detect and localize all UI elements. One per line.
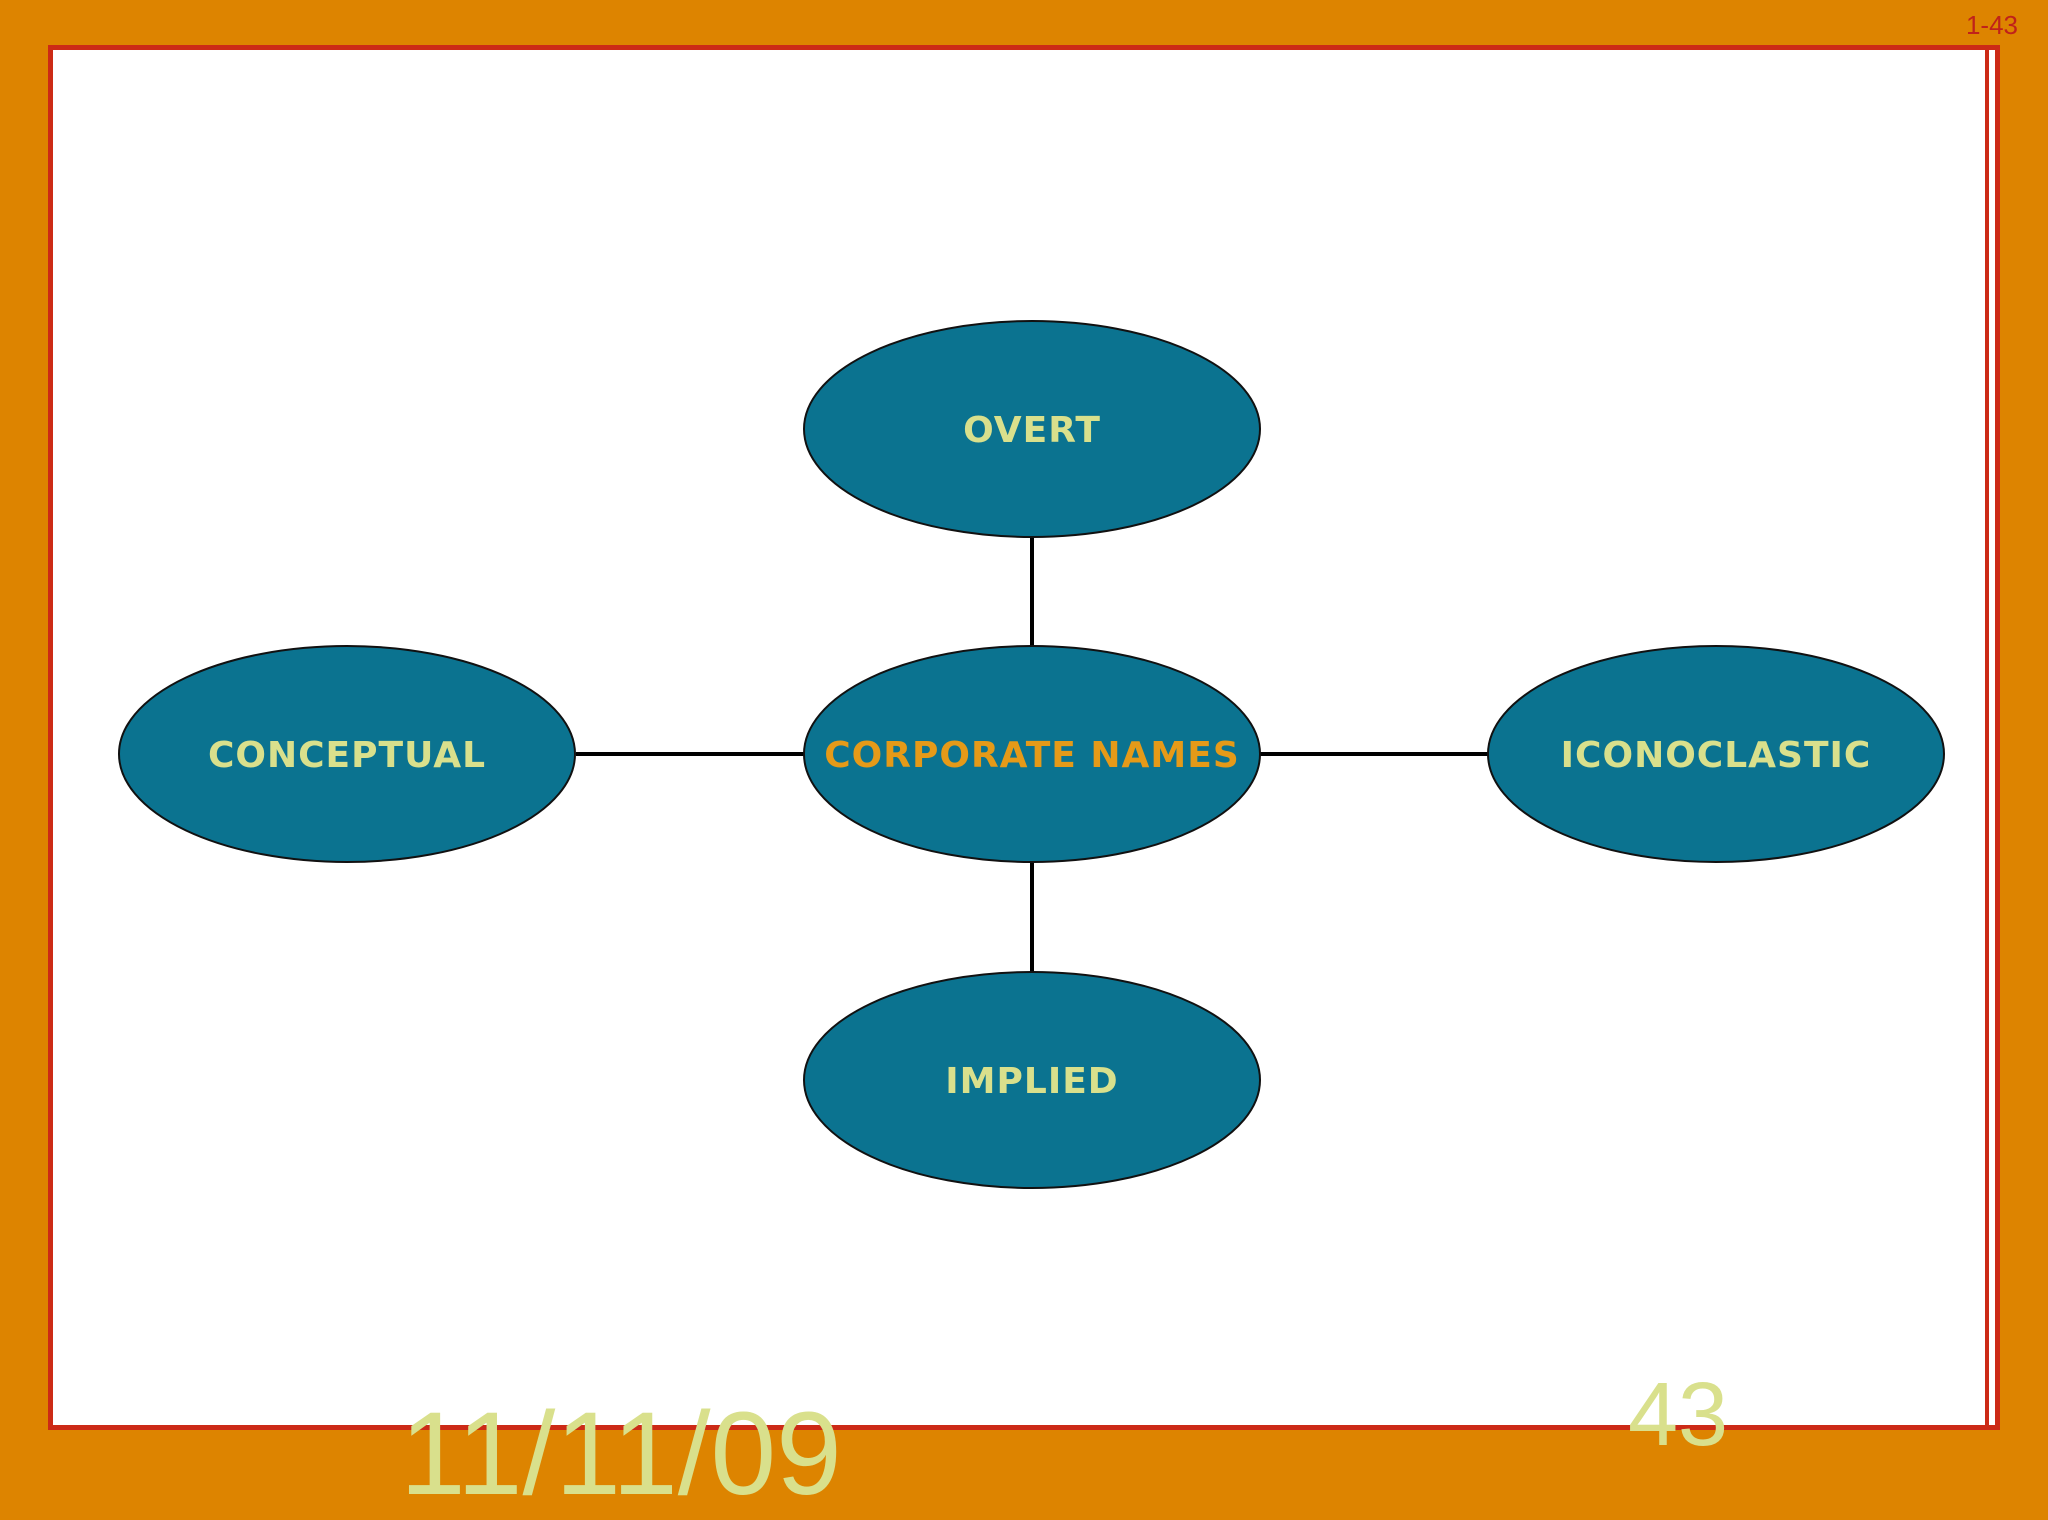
node-overt-label: OVERT (963, 410, 1101, 451)
slide-date: 11/11/09 (400, 1388, 842, 1520)
node-implied-label: IMPLIED (945, 1061, 1118, 1102)
node-iconoclastic: ICONOCLASTIC (1487, 645, 1945, 863)
node-conceptual-label: CONCEPTUAL (208, 735, 486, 776)
node-iconoclastic-shape (1487, 645, 1945, 863)
node-conceptual-shape (118, 645, 576, 863)
node-conceptual: CONCEPTUAL (118, 645, 576, 863)
node-overt-shape (803, 320, 1261, 538)
node-implied-shape (803, 971, 1261, 1189)
node-corporate-names: CORPORATE NAMES (803, 645, 1261, 863)
concept-diagram: OVERT CONCEPTUAL CORPORATE NAMES ICONOCL… (118, 320, 1945, 1189)
node-implied: IMPLIED (803, 971, 1261, 1189)
node-iconoclastic-label: ICONOCLASTIC (1561, 735, 1872, 776)
panel-inner-border (1985, 50, 1989, 1425)
node-overt: OVERT (803, 320, 1261, 538)
node-center-label: CORPORATE NAMES (824, 735, 1240, 776)
node-center-shape (803, 645, 1261, 863)
slide-page-number: 43 (1628, 1365, 1729, 1465)
slide-code: 1-43 (1965, 10, 2018, 40)
slide-frame: 1-43 OVERT CONCEPTUAL CORPORATE NAMES IC… (48, 10, 2018, 1520)
